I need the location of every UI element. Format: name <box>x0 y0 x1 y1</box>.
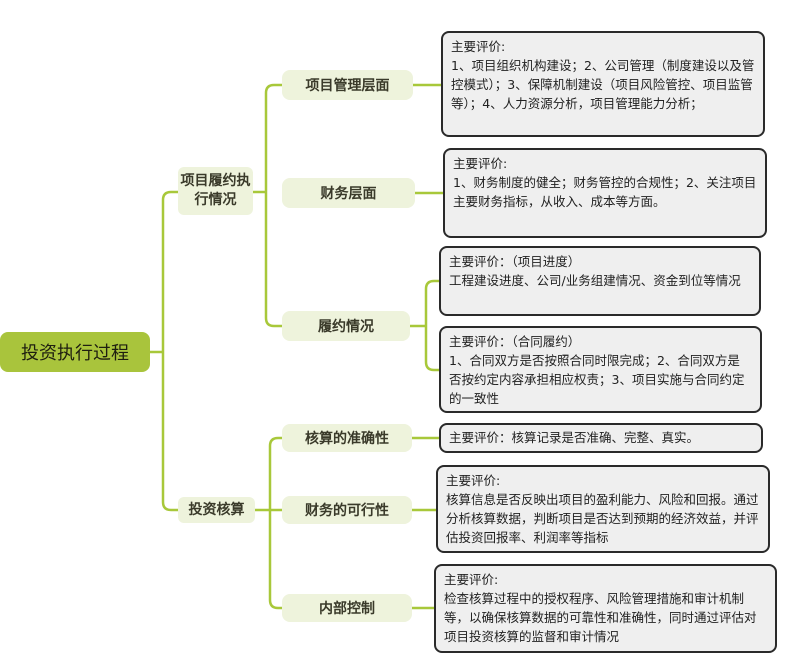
root-node[interactable]: 投资执行过程 <box>0 332 150 372</box>
note-financial-feasibility[interactable]: 主要评价: 核算信息是否反映出项目的盈利能力、风险和回报。通过分析核算数据，判断… <box>436 465 770 553</box>
connector-branch2 <box>255 436 282 610</box>
node-finance-level[interactable]: 财务层面 <box>282 178 415 208</box>
note-body: 工程建设进度、公司/业务组建情况、资金到位等情况 <box>449 273 741 288</box>
note-body: 1、财务制度的健全；财务管控的合规性；2、关注项目主要财务指标，从收入、成本等方… <box>453 175 757 209</box>
note-internal-control[interactable]: 主要评价: 检查核算过程中的授权程序、风险管理措施和审计机制等，以确保核算数据的… <box>434 564 777 653</box>
connector-branch1 <box>253 83 282 328</box>
note-project-management[interactable]: 主要评价: 1、项目组织机构建设；2、公司管理（制度建设以及管控模式）；3、保障… <box>441 31 765 137</box>
branch-project-performance[interactable]: 项目履约执行情况 <box>178 167 253 215</box>
note-title: 主要评价: <box>444 572 499 587</box>
node-project-management[interactable]: 项目管理层面 <box>282 70 413 100</box>
note-body: 1、项目组织机构建设；2、公司管理（制度建设以及管控模式）；3、保障机制建设（项… <box>451 58 755 111</box>
note-title: 主要评价: <box>453 156 508 171</box>
note-contract-performance[interactable]: 主要评价：（合同履约） 1、合同双方是否按照合同时限完成；2、合同双方是否按约定… <box>439 326 762 413</box>
note-body: 核算信息是否反映出项目的盈利能力、风险和回报。通过分析核算数据，判断项目是否达到… <box>446 492 759 545</box>
node-accounting-accuracy[interactable]: 核算的准确性 <box>282 424 412 452</box>
note-body: 1、合同双方是否按照合同时限完成；2、合同双方是否按约定内容承担相应权责；3、项… <box>449 353 745 406</box>
note-accounting-accuracy[interactable]: 主要评价：核算记录是否准确、完整、真实。 <box>439 423 763 453</box>
connector-leaves <box>410 83 443 610</box>
branch-investment-accounting[interactable]: 投资核算 <box>178 497 255 523</box>
note-title: 主要评价: <box>446 473 501 488</box>
node-financial-feasibility[interactable]: 财务的可行性 <box>282 496 412 524</box>
note-title: 主要评价：（合同履约） <box>449 334 581 349</box>
note-title: 主要评价：核算记录是否准确、完整、真实。 <box>449 430 700 445</box>
note-body: 检查核算过程中的授权程序、风险管理措施和审计机制等，以确保核算数据的可靠性和准确… <box>444 591 757 644</box>
note-title: 主要评价：（项目进度） <box>449 254 581 269</box>
note-finance-level[interactable]: 主要评价: 1、财务制度的健全；财务管控的合规性；2、关注项目主要财务指标，从收… <box>443 148 767 238</box>
connector-root <box>150 190 178 512</box>
note-project-progress[interactable]: 主要评价：（项目进度） 工程建设进度、公司/业务组建情况、资金到位等情况 <box>439 246 761 316</box>
note-title: 主要评价: <box>451 39 506 54</box>
node-performance-status[interactable]: 履约情况 <box>282 311 410 341</box>
node-internal-control[interactable]: 内部控制 <box>282 594 412 622</box>
